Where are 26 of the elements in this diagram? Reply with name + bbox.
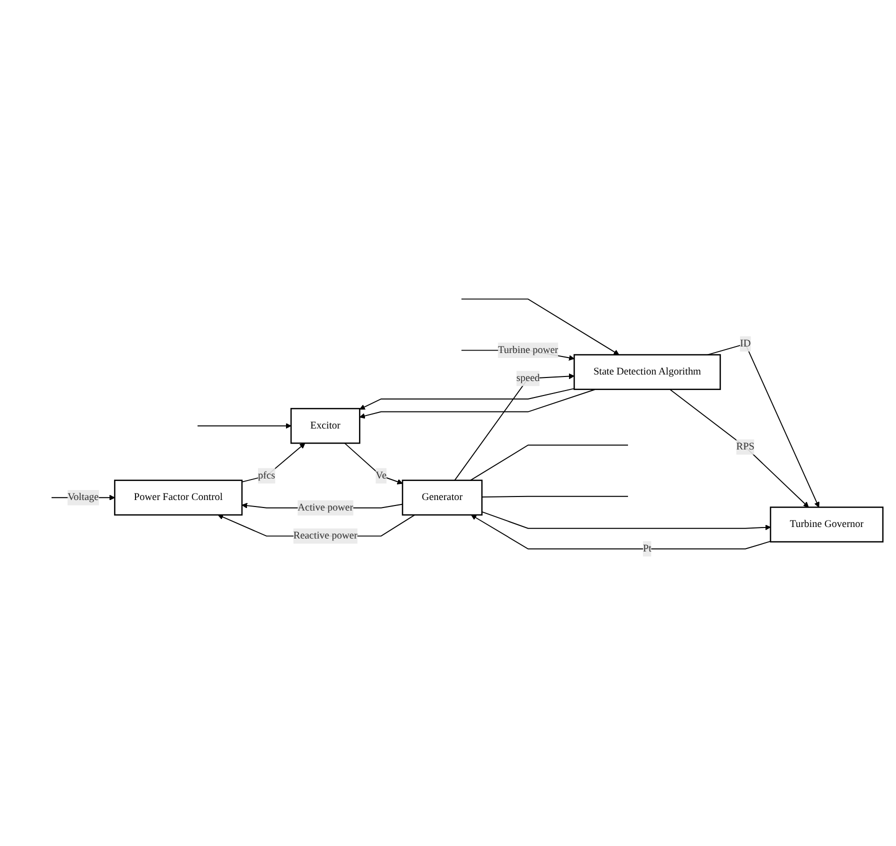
arrow	[669, 388, 809, 508]
edge-label: ID	[740, 338, 751, 350]
edge-label: speed	[516, 372, 540, 384]
connector	[470, 444, 628, 481]
edge-label: Reactive power	[293, 530, 358, 542]
connector	[481, 496, 628, 498]
edge-label: Pt	[642, 543, 652, 554]
node-box: Excitor	[290, 408, 360, 444]
edge-label: RPS	[736, 441, 754, 452]
arrow	[197, 423, 292, 429]
node-box: Power Factor Control	[114, 480, 243, 516]
edge-label: Ve	[376, 470, 387, 481]
node-box: State Detection Algorithm	[574, 354, 721, 390]
arrow	[470, 514, 771, 550]
arrow	[481, 511, 771, 530]
arrow	[454, 373, 574, 481]
edge-label: Voltage	[68, 492, 99, 503]
node-box: Generator	[402, 480, 483, 516]
arrow	[359, 388, 596, 419]
arrow	[344, 442, 403, 484]
arrow	[359, 388, 575, 410]
edge-label: Turbine power	[498, 344, 558, 356]
node-box: Turbine Governor	[770, 506, 884, 542]
edge-label: Active power	[298, 502, 354, 513]
edge-label: pfcs	[258, 470, 276, 481]
arrow	[460, 298, 620, 356]
